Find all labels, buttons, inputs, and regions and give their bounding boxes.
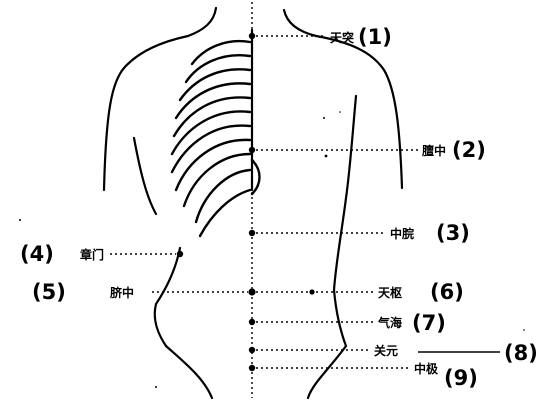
rib-cage — [172, 30, 260, 236]
label-name-6: 天枢 — [378, 285, 402, 300]
hip-right — [308, 290, 346, 398]
point-marker-5 — [248, 288, 255, 295]
point-marker-2 — [249, 147, 255, 153]
label-number-8: (8) — [504, 341, 538, 365]
label-number-4: (4) — [20, 242, 54, 266]
shoulder-right — [316, 36, 402, 188]
point-marker-7 — [249, 319, 255, 325]
rib — [192, 41, 250, 64]
label-number-5: (5) — [32, 280, 66, 304]
label-name-4: 章门 — [80, 247, 104, 262]
label-number-2: (2) — [452, 138, 486, 162]
label-name-7: 气海 — [377, 315, 402, 330]
label-number-9: (9) — [444, 366, 478, 390]
label-name-3: 中脘 — [390, 226, 414, 241]
label-number-7: (7) — [412, 311, 446, 335]
label-name-2: 膻中 — [422, 143, 446, 158]
waist-left — [155, 248, 180, 346]
label-name-8: 关元 — [374, 343, 398, 358]
armpit-right — [334, 96, 356, 290]
rib — [180, 69, 250, 100]
armpit-left — [134, 138, 156, 214]
point-marker-1 — [249, 33, 255, 39]
point-marker-9 — [249, 365, 255, 371]
label-name-1: 天突 — [330, 30, 354, 45]
neck-right — [284, 10, 316, 36]
label-name-9: 中极 — [414, 361, 439, 376]
neck-left — [188, 8, 216, 36]
point-marker-4 — [177, 251, 183, 257]
hip-left — [166, 346, 212, 398]
point-marker-8 — [249, 347, 255, 353]
label-number-3: (3) — [436, 221, 470, 245]
label-number-6: (6) — [430, 280, 464, 304]
point-marker-3 — [249, 230, 255, 236]
label-number-1: (1) — [358, 25, 392, 49]
rib — [196, 170, 250, 222]
label-name-5: 脐中 — [110, 285, 134, 300]
point-labels: 天突 (1) 膻中 (2) 中脘 (3) (4) 章门 (5) 脐中 天枢 (6… — [20, 25, 538, 390]
rib — [176, 83, 250, 118]
xiphoid — [252, 160, 260, 194]
